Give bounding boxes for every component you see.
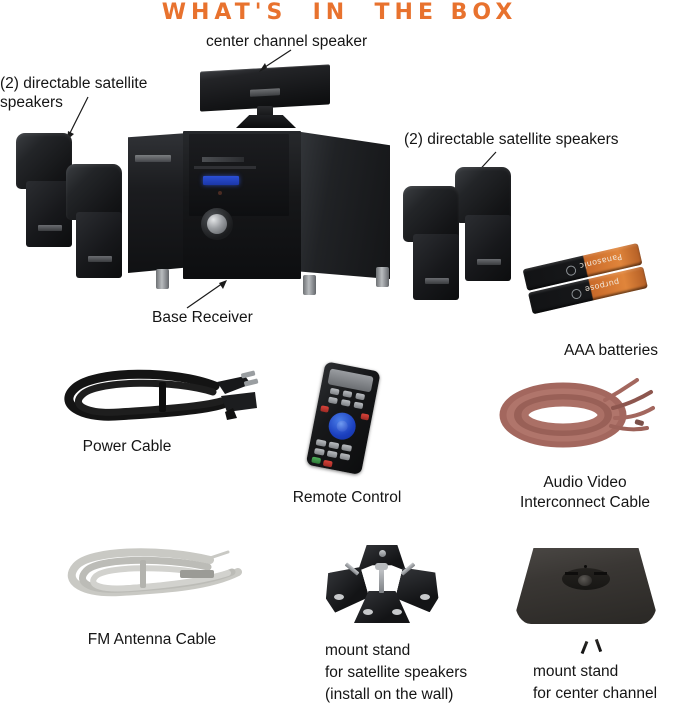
center-mount-slot-left — [565, 572, 578, 575]
center-channel-speaker-foot — [236, 115, 296, 128]
remote-button-red — [320, 405, 330, 413]
remote-button-red — [360, 413, 370, 421]
receiver-brand-badge — [135, 155, 171, 162]
av-interconnect-cable-image — [499, 378, 655, 448]
callout-satellite-left-line1: (2) directable satellite — [0, 75, 148, 92]
label-aaa-batteries: AAA batteries — [564, 342, 658, 359]
battery-1-negative-terminal — [565, 264, 578, 277]
mount-stand-center-channel-image — [515, 548, 657, 630]
receiver-volume-knob — [207, 214, 227, 234]
bracket-bottom-screw — [379, 567, 384, 593]
center-mount-screw-2 — [594, 638, 603, 653]
callout-base-receiver: Base Receiver — [152, 309, 253, 326]
label-mount-center-line2: for center channel — [533, 685, 658, 702]
receiver-left-panel — [128, 133, 188, 273]
fm-antenna-cable-image — [67, 548, 242, 597]
center-mount-pin — [584, 565, 587, 568]
center-mount-slot-right — [594, 572, 607, 575]
remote-control-image — [305, 361, 405, 479]
satellite-speaker-left-1 — [16, 133, 78, 251]
center-mount-screw-1 — [580, 640, 589, 655]
callout-satellite-left-line2: speakers — [0, 94, 63, 111]
label-mount-satellite-line2: for satellite speakers — [325, 664, 468, 681]
mount-stand-satellite-image — [320, 545, 445, 625]
receiver-side-panel — [298, 131, 390, 279]
label-mount-satellite-line1: mount stand — [325, 642, 411, 659]
power-cable-image — [64, 369, 259, 421]
battery-2-brand: purpose — [583, 277, 621, 294]
label-mount-center-line1: mount stand — [533, 663, 619, 680]
satellite-speaker-left-2 — [66, 164, 128, 282]
receiver-subtitle-text — [194, 166, 256, 169]
bracket-bottom-screw-head — [375, 563, 388, 570]
label-remote-control: Remote Control — [292, 489, 402, 506]
bracket-top-screw — [379, 550, 386, 557]
receiver-foot-center — [303, 275, 316, 295]
satellite-speaker-right-1 — [455, 167, 517, 285]
receiver-foot-right — [376, 267, 389, 287]
label-power-cable: Power Cable — [82, 438, 172, 455]
receiver-display-panel — [189, 134, 289, 216]
satellite-speaker-right-2 — [403, 186, 465, 304]
arrow-center-channel — [259, 49, 292, 72]
label-av-cable-line1: Audio Video — [543, 474, 627, 491]
callout-center-channel-speaker: center channel speaker — [206, 33, 368, 50]
receiver-foot-left — [156, 269, 169, 289]
receiver-model-text — [202, 157, 244, 162]
base-receiver-image — [128, 127, 390, 295]
battery-2-negative-terminal — [570, 288, 583, 301]
callout-satellite-right: (2) directable satellite speakers — [404, 131, 619, 148]
label-av-cable-line2: Interconnect Cable — [519, 494, 651, 511]
center-mount-hole — [578, 575, 592, 586]
receiver-lcd-display — [203, 176, 239, 185]
bracket-bottom-hole-right — [392, 609, 402, 615]
bracket-right-hole — [420, 594, 430, 600]
label-fm-antenna-cable: FM Antenna Cable — [87, 631, 217, 648]
receiver-power-led — [218, 191, 222, 195]
aaa-batteries-image: Panasonic purpose — [522, 242, 656, 330]
label-mount-satellite-line3: (install on the wall) — [325, 686, 454, 703]
center-channel-speaker-image — [200, 64, 330, 130]
bracket-bottom-hole-left — [363, 609, 373, 615]
arrow-base-receiver — [186, 280, 227, 309]
page-title: WHAT'S IN THE BOX — [161, 0, 518, 25]
battery-1-brand: Panasonic — [578, 251, 623, 271]
bracket-left-hole — [334, 594, 344, 600]
